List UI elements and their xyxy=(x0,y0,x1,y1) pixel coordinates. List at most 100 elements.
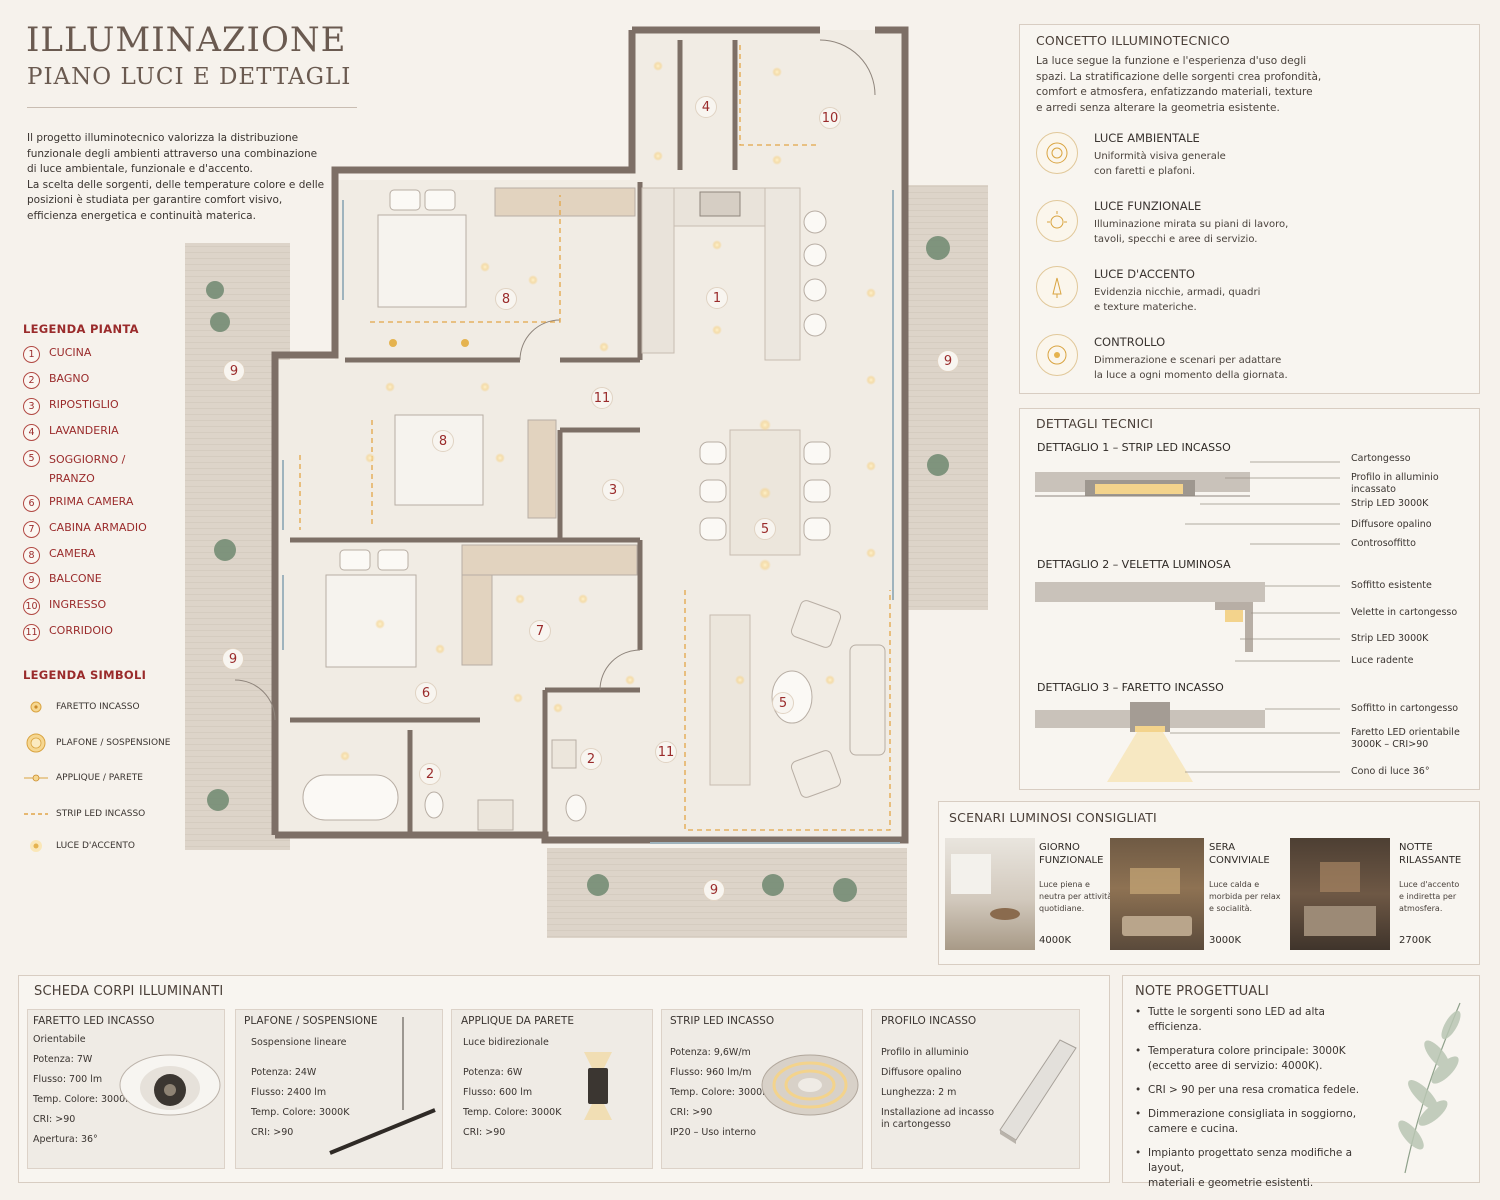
room-number: 5 xyxy=(754,518,776,540)
notes-title: NOTE PROGETTUALI xyxy=(1135,984,1269,999)
scenario-temp: 2700K xyxy=(1399,935,1432,946)
ambient-light-icon xyxy=(1036,132,1078,174)
room-number: 11 xyxy=(591,387,613,409)
recessed-spot-product-icon xyxy=(119,1054,221,1116)
floor-plan xyxy=(185,26,988,938)
led-strip-reel-icon xyxy=(761,1054,859,1116)
concept-panel xyxy=(1019,24,1480,394)
detail-2-title: DETTAGLIO 2 – VELETTA LUMINOSA xyxy=(1037,558,1231,571)
scheda-title: SCHEDA CORPI ILLUMINANTI xyxy=(34,984,224,999)
concept-item-title: LUCE AMBIENTALE xyxy=(1094,131,1200,145)
fixture-card xyxy=(451,1009,653,1169)
detail-3-title: DETTAGLIO 3 – FARETTO INCASSO xyxy=(1037,681,1224,694)
room-number: 9 xyxy=(703,879,725,901)
legend-symbol: LUCE D'ACCENTO xyxy=(22,838,135,854)
room-number: 5 xyxy=(772,692,794,714)
scenario-image-night xyxy=(1290,838,1390,950)
note-item: Impianto progettato senza modifiche a la… xyxy=(1135,1146,1380,1191)
room-number: 7 xyxy=(529,620,551,642)
detail-label: Soffitto esistente xyxy=(1351,580,1432,591)
concept-item-title: LUCE FUNZIONALE xyxy=(1094,199,1202,213)
scenario-image-day xyxy=(945,838,1035,950)
detail-1-title: DETTAGLIO 1 – STRIP LED INCASSO xyxy=(1037,441,1231,454)
concept-item-title: CONTROLLO xyxy=(1094,335,1166,349)
note-item: Dimmerazione consigliata in soggiorno,ca… xyxy=(1135,1107,1380,1137)
detail-label: Soffitto in cartongesso xyxy=(1351,703,1459,714)
detail-label: Luce radente xyxy=(1351,655,1414,666)
room-number: 4 xyxy=(695,96,717,118)
concept-text: La luce segue la funzione e l'esperienza… xyxy=(1036,55,1322,114)
room-number: 9 xyxy=(223,360,245,382)
accent-light-icon xyxy=(22,838,50,854)
room-number: 2 xyxy=(580,748,602,770)
detail-2-drawing xyxy=(1035,582,1340,662)
concept-item-desc: Illuminazione mirata su piani di lavoro,… xyxy=(1094,219,1289,245)
legend-symbols-title: LEGENDA SIMBOLI xyxy=(23,668,147,682)
detail-label: Cono di luce 36° xyxy=(1351,766,1430,777)
scenari-title: SCENARI LUMINOSI CONSIGLIATI xyxy=(949,810,1157,825)
legend-symbol: PLAFONE / SOSPENSIONE xyxy=(22,733,170,753)
note-item: CRI > 90 per una resa cromatica fedele. xyxy=(1135,1083,1380,1098)
title-divider xyxy=(27,107,357,108)
leaf-decoration-icon xyxy=(1398,1002,1461,1174)
dimmer-control-icon xyxy=(1036,334,1078,376)
room-number: 9 xyxy=(937,350,959,372)
scenario-image-evening xyxy=(1110,838,1204,950)
room-number: 2 xyxy=(419,763,441,785)
detail-label: Velette in cartongesso xyxy=(1351,607,1458,618)
intro-text: Il progetto illuminotecnico valorizza la… xyxy=(27,132,325,222)
led-strip-icon xyxy=(22,806,50,822)
fixture-title: PROFILO INCASSO xyxy=(881,1015,977,1027)
concept-item-title: LUCE D'ACCENTO xyxy=(1094,267,1195,281)
balcony-right xyxy=(908,185,988,610)
detail-3-drawing xyxy=(1035,702,1340,782)
functional-light-icon xyxy=(1036,200,1078,242)
scenario-temp: 3000K xyxy=(1209,935,1242,946)
detail-label: Cartongesso xyxy=(1351,453,1411,464)
notes-list: Tutte le sorgenti sono LED ad alta effic… xyxy=(1135,1005,1380,1200)
legend-symbol: APPLIQUE / PARETE xyxy=(22,770,143,786)
room-number: 11 xyxy=(655,741,677,763)
aluminium-profile-icon xyxy=(999,1039,1077,1144)
note-item: Tutte le sorgenti sono LED ad alta effic… xyxy=(1135,1005,1380,1035)
detail-label: Strip LED 3000K xyxy=(1351,633,1429,644)
room-number: 8 xyxy=(495,288,517,310)
fixture-title: FARETTO LED INCASSO xyxy=(33,1015,155,1027)
wall-light-icon xyxy=(22,770,50,786)
room-number: 10 xyxy=(819,107,841,129)
page-subtitle: PIANO LUCI E DETTAGLI xyxy=(27,64,352,90)
fixture-title: PLAFONE / SOSPENSIONE xyxy=(244,1015,378,1027)
room-number: 9 xyxy=(222,648,244,670)
wall-light-product-icon xyxy=(584,1052,612,1120)
detail-label: Controsoffitto xyxy=(1351,538,1416,549)
room-number: 6 xyxy=(415,682,437,704)
details-title: DETTAGLI TECNICI xyxy=(1036,416,1154,431)
legend-symbol: STRIP LED INCASSO xyxy=(22,806,145,822)
concept-title: CONCETTO ILLUMINOTECNICO xyxy=(1036,33,1230,48)
fixture-title: APPLIQUE DA PARETE xyxy=(461,1015,574,1027)
fixture-card xyxy=(235,1009,443,1169)
detail-label: Diffusore opalino xyxy=(1351,519,1432,530)
ceiling-lamp-icon xyxy=(22,733,50,753)
